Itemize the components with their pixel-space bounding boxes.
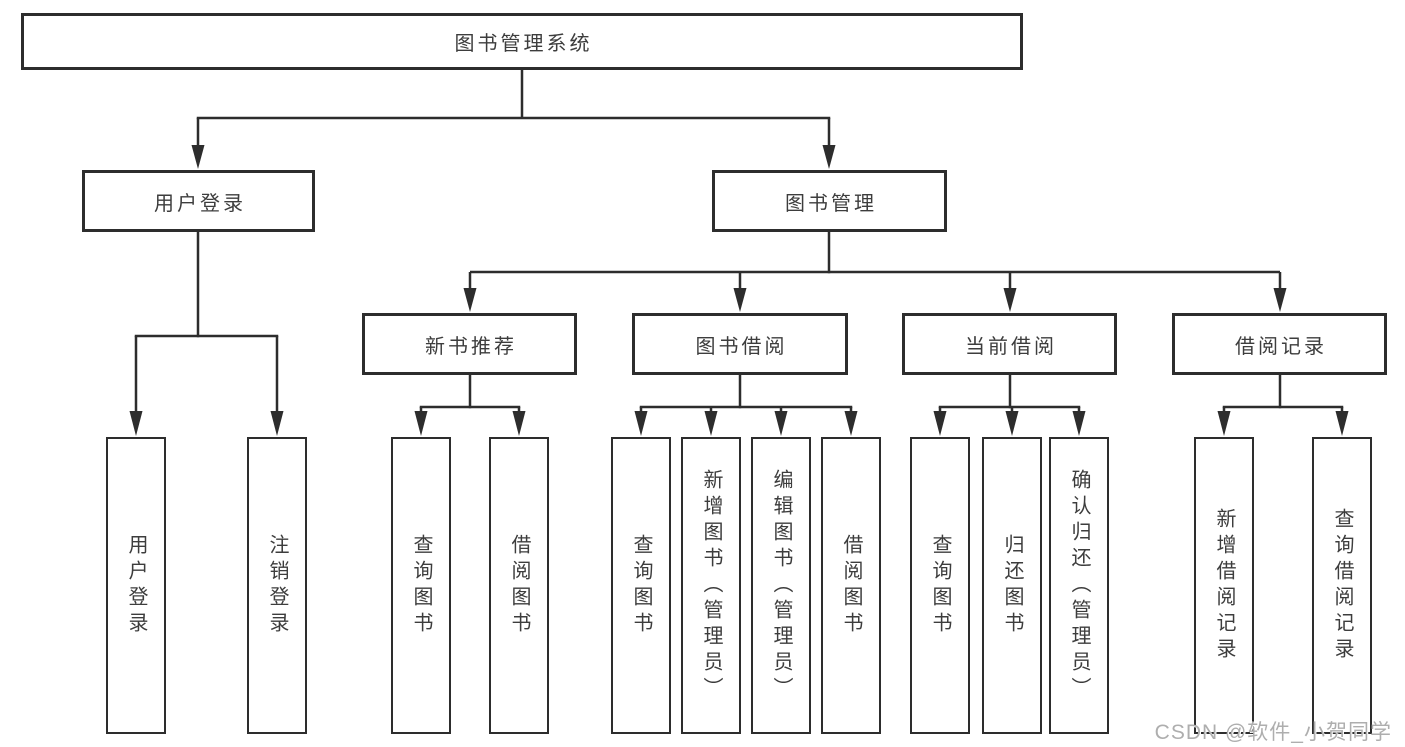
leaf-logout-label: 注销登录 (266, 533, 288, 638)
leaf-query-books-borrow: 查询图书 (611, 437, 671, 734)
leaf-add-books-admin: 新增图书（管理员） (681, 437, 741, 734)
leaf-edit-books-admin: 编辑图书（管理员） (751, 437, 811, 734)
csdn-watermark: CSDN @软件_小贺同学 (1154, 721, 1392, 744)
node-book-borrowing: 图书借阅 (632, 313, 848, 375)
node-new-book-recommend-label: 新书推荐 (425, 335, 517, 358)
leaf-add-borrow-record-label: 新增借阅记录 (1213, 507, 1235, 664)
node-borrowing-records-label: 借阅记录 (1235, 335, 1327, 358)
leaf-query-books-borrow-label: 查询图书 (630, 533, 652, 638)
leaf-confirm-return-admin: 确认归还（管理员） (1049, 437, 1109, 734)
node-new-book-recommend: 新书推荐 (362, 313, 577, 375)
leaf-edit-books-admin-label: 编辑图书（管理员） (770, 468, 792, 703)
leaf-user-login: 用户登录 (106, 437, 166, 734)
node-borrowing-records: 借阅记录 (1172, 313, 1387, 375)
leaf-logout: 注销登录 (247, 437, 307, 734)
leaf-add-borrow-record: 新增借阅记录 (1194, 437, 1254, 734)
node-book-borrowing-label: 图书借阅 (695, 335, 788, 358)
leaf-query-books-current: 查询图书 (910, 437, 970, 734)
leaf-query-books-recommend: 查询图书 (391, 437, 451, 734)
leaf-borrow-books-recommend: 借阅图书 (489, 437, 549, 734)
leaf-return-books: 归还图书 (982, 437, 1042, 734)
leaf-borrow-books-recommend-label: 借阅图书 (508, 533, 530, 638)
leaf-query-books-current-label: 查询图书 (929, 533, 951, 638)
leaf-confirm-return-admin-label: 确认归还（管理员） (1068, 468, 1090, 703)
node-library-system-label: 图书管理系统 (454, 33, 593, 55)
node-user-login-label: 用户登录 (154, 192, 246, 215)
node-book-management-label: 图书管理 (785, 192, 877, 215)
leaf-query-books-recommend-label: 查询图书 (410, 533, 432, 638)
leaf-add-books-admin-label: 新增图书（管理员） (700, 468, 722, 703)
node-user-login: 用户登录 (82, 170, 315, 232)
leaf-borrow-books: 借阅图书 (821, 437, 881, 734)
node-library-system: 图书管理系统 (21, 13, 1023, 70)
node-current-borrowing: 当前借阅 (902, 313, 1117, 375)
node-book-management: 图书管理 (712, 170, 947, 232)
leaf-query-borrow-record: 查询借阅记录 (1312, 437, 1372, 734)
leaf-user-login-label: 用户登录 (125, 533, 147, 638)
leaf-borrow-books-label: 借阅图书 (840, 533, 862, 638)
leaf-return-books-label: 归还图书 (1001, 533, 1023, 638)
node-current-borrowing-label: 当前借阅 (965, 335, 1057, 358)
leaf-query-borrow-record-label: 查询借阅记录 (1331, 507, 1353, 664)
